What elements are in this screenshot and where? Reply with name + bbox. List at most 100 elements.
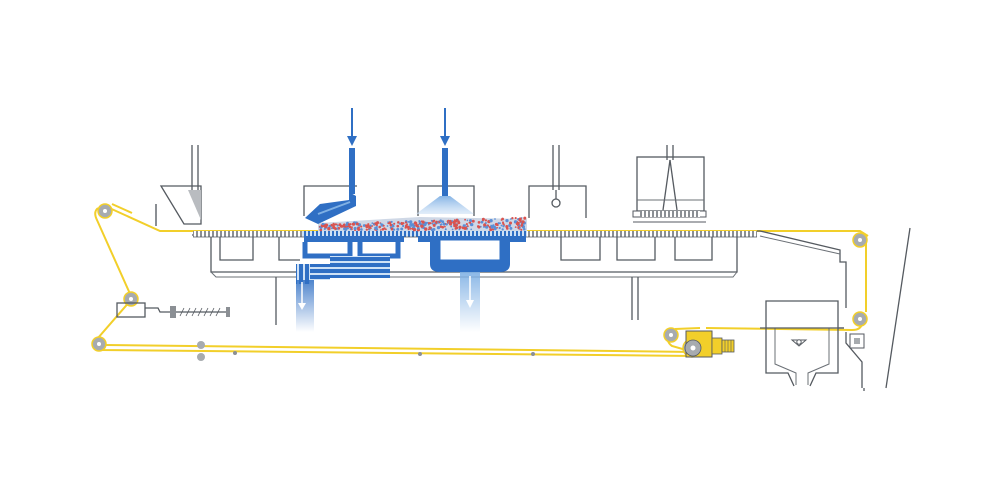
cake-particle: [345, 222, 349, 226]
cake-particle: [365, 224, 370, 228]
cake-particle: [349, 228, 352, 231]
cake-particle: [404, 221, 408, 224]
cake-particle: [498, 226, 501, 230]
cake-particle: [323, 227, 326, 231]
cake-particle: [446, 220, 449, 223]
cake-particle: [514, 217, 517, 220]
cake-particle: [455, 218, 459, 222]
cake-particle: [436, 225, 441, 230]
cake-particle: [327, 227, 331, 231]
cake-particle: [411, 227, 414, 230]
cake-particle: [333, 227, 337, 230]
cake-particle: [413, 222, 416, 225]
idler-dot: [233, 351, 237, 355]
press-roller: [551, 198, 561, 208]
arrow-down-icon: [466, 300, 474, 308]
cake-particle: [485, 225, 489, 229]
cake-particle: [355, 222, 359, 226]
cake-particle: [484, 219, 488, 222]
cake-particle: [371, 222, 374, 224]
slurry-feed-box: [303, 108, 357, 224]
cake-particle: [491, 228, 495, 231]
arrow-down-icon[interactable]: [347, 136, 357, 146]
cake-particle: [500, 219, 503, 221]
cake-particle: [515, 222, 519, 226]
feed-chute: [159, 145, 202, 225]
cake-particle: [319, 228, 323, 232]
cake-particle: [514, 226, 517, 228]
cake-particle: [391, 224, 395, 228]
cake-particle: [397, 221, 400, 224]
cake-particle: [484, 222, 487, 224]
roller-head: [852, 232, 868, 248]
cake-particle: [380, 222, 382, 225]
cake-particle: [445, 223, 448, 226]
cake-particle: [493, 227, 497, 231]
cake-particle: [360, 228, 363, 231]
cake-particle: [520, 228, 523, 231]
roller-bottom-left: [91, 336, 107, 352]
cake-particle: [494, 218, 496, 220]
cake-particle: [441, 225, 445, 229]
cake-particle: [451, 228, 454, 231]
cake-particle: [521, 220, 525, 224]
cake-particle: [519, 221, 522, 223]
cake-particle: [411, 223, 415, 227]
cake-particle: [510, 218, 512, 220]
cake-particle: [442, 222, 446, 226]
vacuum-box: [219, 237, 254, 261]
cake-particle: [320, 224, 323, 226]
cake-particle: [452, 220, 456, 224]
idler-dot: [531, 352, 535, 356]
cake-particle: [483, 223, 487, 227]
cake-particle: [369, 224, 372, 227]
vacuum-box: [616, 237, 656, 261]
roller-top-left: [97, 203, 113, 219]
filter-cake: [318, 216, 527, 232]
cake-particle: [477, 221, 481, 224]
roller-tensioner: [123, 291, 139, 307]
cake-particle: [400, 227, 404, 231]
cake-particle: [421, 220, 425, 224]
vacuum-manifold-wash: [296, 236, 404, 332]
cake-particle: [494, 222, 498, 226]
cake-particle: [407, 221, 410, 223]
cake-particle: [508, 223, 512, 228]
arrow-down-icon: [298, 303, 306, 310]
cake-particle: [432, 223, 436, 227]
cake-particle: [439, 219, 442, 222]
cake-particle: [455, 226, 459, 230]
cake-particle: [496, 226, 498, 229]
cake-particle: [477, 226, 480, 229]
cake-particle: [384, 228, 387, 231]
cake-particle: [505, 218, 509, 223]
cake-particle: [432, 227, 436, 231]
cake-particle: [520, 224, 523, 227]
vacuum-box: [674, 237, 713, 261]
cake-particle: [492, 224, 495, 227]
cake-particle: [469, 219, 472, 223]
cake-press: [528, 145, 587, 218]
cake-particle: [348, 223, 351, 226]
belt-tensioner: [116, 302, 230, 318]
cake-particle: [448, 220, 452, 224]
cake-particle: [488, 226, 491, 229]
vacuum-hood: [632, 145, 707, 223]
roller-drive-upper: [663, 327, 679, 343]
cake-particle: [497, 222, 500, 225]
cake-particle: [338, 223, 342, 227]
cake-particle: [409, 220, 413, 224]
cake-particle: [404, 226, 407, 229]
cake-particle: [324, 223, 329, 227]
cake-particle: [374, 222, 378, 226]
cake-particle: [336, 224, 339, 227]
arrow-down-icon[interactable]: [440, 136, 450, 146]
cake-particle: [469, 221, 472, 224]
cake-particle: [389, 223, 393, 227]
cake-particle: [356, 227, 359, 230]
cake-particle: [428, 226, 432, 230]
cake-particle: [370, 227, 372, 229]
cake-particle: [368, 228, 371, 231]
cake-particle: [451, 220, 454, 222]
